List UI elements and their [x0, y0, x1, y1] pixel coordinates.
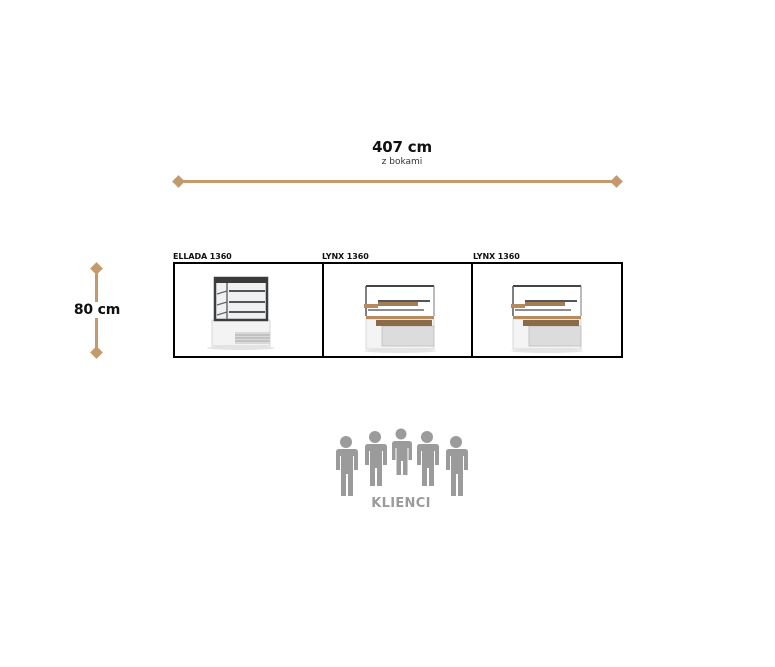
customers-label: KLIENCI	[371, 496, 431, 511]
unit-lynx-1360-a	[322, 262, 474, 358]
width-dimension-value: 407 cm	[372, 138, 432, 156]
unit-label-lynx-1360-a: LYNX 1360	[322, 252, 369, 261]
width-dimension-line	[178, 180, 616, 183]
closed-showcase-icon	[207, 276, 275, 350]
depth-line-top-marker	[90, 262, 103, 275]
unit-ellada-1360	[173, 262, 325, 358]
unit-label-ellada-1360: ELLADA 1360	[173, 252, 232, 261]
width-dimension-note: z bokami	[381, 157, 423, 167]
open-showcase-icon	[364, 285, 436, 353]
width-line-start-marker	[172, 175, 185, 188]
depth-dimension-value: 80 cm	[58, 302, 136, 318]
depth-line-bottom-marker	[90, 346, 103, 359]
open-showcase-icon	[511, 285, 583, 353]
width-line-end-marker	[610, 175, 623, 188]
people-group-icon	[336, 428, 468, 496]
unit-label-lynx-1360-b: LYNX 1360	[473, 252, 520, 261]
unit-lynx-1360-b	[471, 262, 623, 358]
